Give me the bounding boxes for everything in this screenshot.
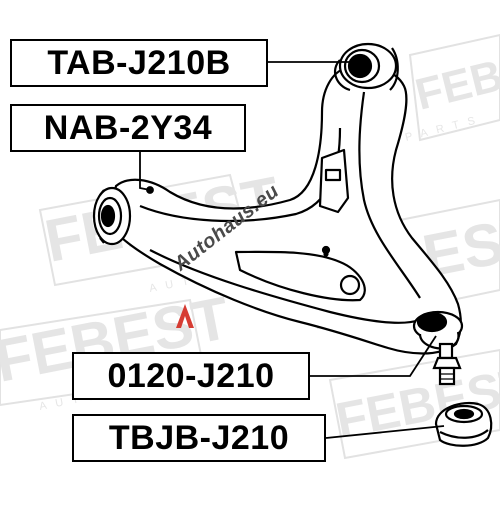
leader-line-4 <box>325 425 445 439</box>
part-code-4: TBJB-J210 <box>108 419 290 457</box>
arm-rivet-2 <box>323 251 329 257</box>
brand-text-1: FEBEST <box>411 30 500 120</box>
arm-flange-right <box>358 91 421 299</box>
part-code-2: NAB-2Y34 <box>43 109 213 147</box>
rear-bushing <box>333 42 399 92</box>
part-code-3: 0120-J210 <box>107 357 275 395</box>
part-label-tbjb-j210: TBJB-J210 <box>72 414 326 462</box>
leader-dot-2 <box>146 186 154 194</box>
part-label-nab-2y34: NAB-2Y34 <box>10 104 246 152</box>
arm-hole <box>339 274 361 296</box>
watermark-logo-mark <box>176 304 194 328</box>
control-arm <box>106 65 462 355</box>
front-bushing <box>92 186 132 246</box>
arm-cutout <box>234 250 366 302</box>
leader-lines <box>139 61 445 439</box>
bracket-slot <box>324 168 342 182</box>
part-label-0120-j210: 0120-J210 <box>72 352 310 400</box>
part-code-1: TAB-J210B <box>47 44 231 82</box>
ball-joint-boot <box>434 401 493 447</box>
leader-line-3 <box>310 335 437 377</box>
control-arm-body <box>106 65 462 355</box>
part-label-tab-j210b: TAB-J210B <box>10 39 268 87</box>
arm-flange-lower <box>149 249 421 324</box>
